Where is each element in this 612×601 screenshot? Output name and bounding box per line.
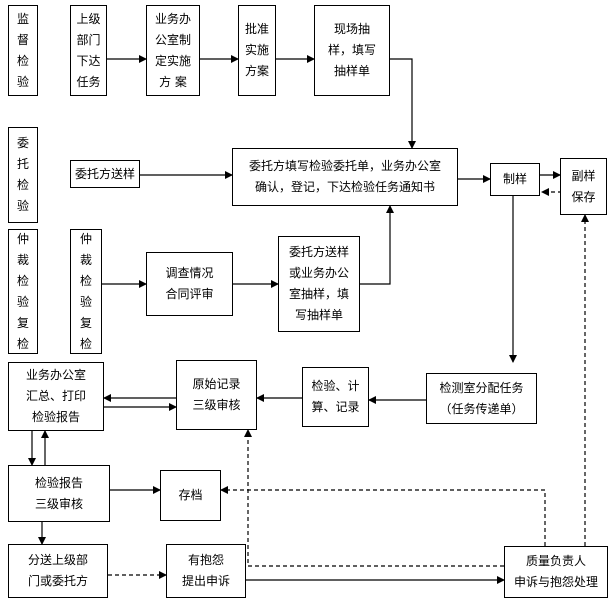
node-backup-storage: 副样 保存 (560, 158, 607, 215)
node-supervise-inspection: 监 督 检 验 (8, 5, 38, 96)
node-report-review: 检验报告 三级审核 (8, 465, 110, 522)
node-approve-plan: 批准 实施 方案 (238, 5, 276, 96)
node-entrusted-inspection: 委 托 检 验 (8, 127, 38, 223)
node-arbitration-recheck-left: 仲 裁 检 验 复 检 (8, 229, 38, 354)
node-quality-manager-complaint: 质量负责人 申诉与抱怨处理 (504, 546, 608, 598)
node-complaint-raised: 有抱怨 提出申诉 (166, 544, 246, 598)
node-archive: 存档 (160, 470, 221, 521)
node-office-plan: 业务办 公室制 定实施 方 案 (146, 5, 200, 96)
node-testing-record: 检验、计 算、记录 (302, 367, 369, 427)
arrow-sampling-to-form (360, 205, 394, 285)
node-client-sample-delivery: 委托方送样 (70, 160, 140, 188)
node-distribute-report: 分送上级部 门或委托方 (8, 544, 108, 598)
arrow-onsite-to-form (390, 58, 416, 149)
node-sample-prep: 制样 (490, 163, 540, 196)
arrow-quality-to-archive-dashed (220, 486, 546, 546)
node-arbitration-recheck: 仲 裁 检 验 复 检 (70, 229, 102, 354)
node-compile-report: 业务办公室 汇总、打印 检验报告 (8, 362, 104, 431)
node-raw-record-review: 原始记录 三级审核 (176, 360, 257, 430)
node-onsite-sampling: 现场抽 样，填写 抽样单 (314, 5, 390, 96)
node-fill-entrust-form: 委托方填写检验委托单，业务办公室 确认，登记，下达检验任务通知书 (232, 148, 458, 206)
node-survey-contract-review: 调查情况 合同评审 (146, 252, 233, 316)
node-superior-task: 上级 部门 下达 任务 (70, 5, 107, 96)
arrow-quality-to-raw-dashed (244, 429, 504, 567)
node-task-assignment: 检测室分配任务 （任务传递单） (426, 373, 537, 424)
node-sampling-form: 委托方送样 或业务办公 室抽样，填 写抽样单 (278, 236, 360, 332)
